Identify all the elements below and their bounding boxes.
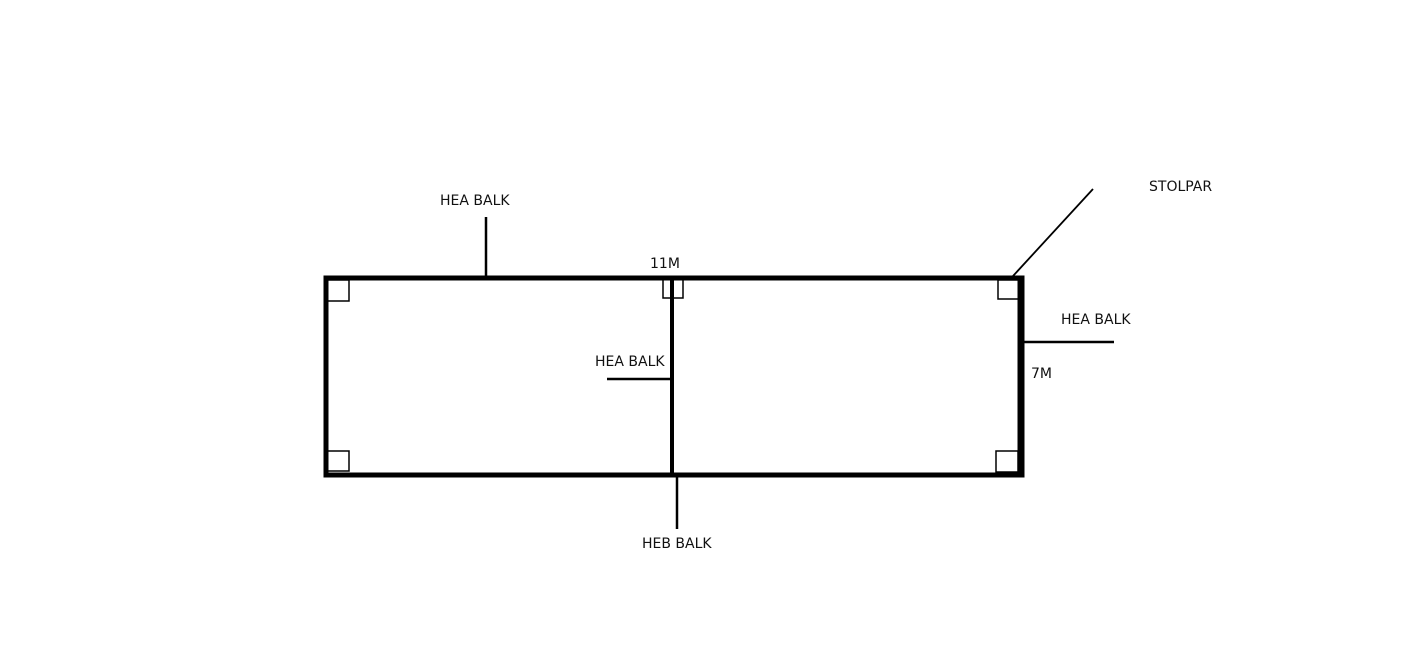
column-top-right: [997, 279, 1020, 300]
column-top-left: [326, 279, 350, 302]
label-heb-balk: HEB BALK: [642, 536, 712, 552]
column-top-middle: [662, 278, 684, 299]
label-hea-balk-middle: HEA BALK: [595, 354, 665, 370]
column-bottom-left: [326, 450, 350, 472]
label-stolpar: STOLPAR: [1149, 179, 1212, 195]
label-dimension-length: 11M: [650, 256, 680, 272]
column-bottom-right: [995, 450, 1019, 473]
label-hea-balk-right: HEA BALK: [1061, 312, 1131, 328]
leader-stolpar: [1012, 188, 1094, 277]
label-hea-balk-top: HEA BALK: [440, 193, 510, 209]
label-dimension-width: 7M: [1031, 366, 1052, 382]
